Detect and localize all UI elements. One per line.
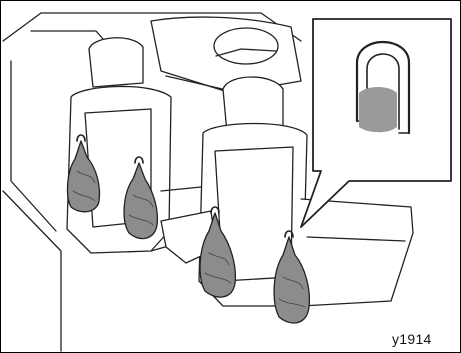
- hook-detail-callout: [301, 19, 451, 227]
- rear-headrest: [89, 38, 143, 87]
- front-seat-cushion: [301, 199, 413, 306]
- figure-code-label: y1914: [392, 331, 432, 347]
- hook-shadow: [359, 87, 397, 132]
